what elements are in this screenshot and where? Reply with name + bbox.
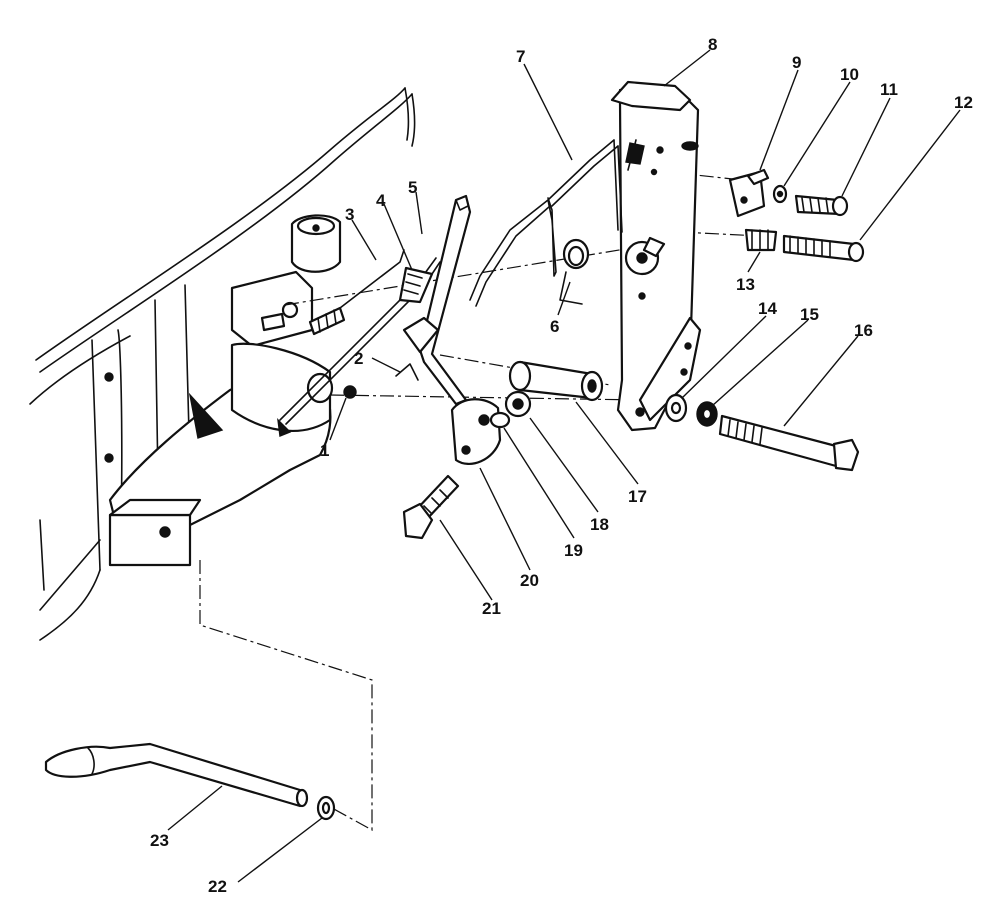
callout-4: 4 [376,191,386,210]
control-lever [402,194,502,465]
callout-10: 10 [840,65,859,84]
lever-hardware [402,390,532,540]
springs-and-links [277,249,441,437]
callout-labels: 1 2 3 4 5 6 7 8 9 10 11 12 13 14 15 16 1… [150,35,973,896]
callout-20: 20 [520,571,539,590]
leader-lines [167,49,961,883]
callout-17: 17 [628,487,647,506]
callout-3: 3 [345,205,354,224]
callout-14: 14 [758,299,777,318]
spacer-tube [508,360,604,402]
hardware-lower-right [664,393,860,472]
callout-13: 13 [736,275,755,294]
callout-6: 6 [550,317,559,336]
callout-8: 8 [708,35,717,54]
callout-9: 9 [792,53,801,72]
torsion-spring [559,238,590,305]
callout-7: 7 [516,47,525,66]
callout-16: 16 [854,321,873,340]
callout-18: 18 [590,515,609,534]
callout-1: 1 [320,441,329,460]
control-bracket [610,80,702,432]
callout-5: 5 [408,178,417,197]
control-wire [469,139,623,307]
callout-23: 23 [150,831,169,850]
callout-15: 15 [800,305,819,324]
callout-22: 22 [208,877,227,896]
callout-21: 21 [482,599,501,618]
callout-11: 11 [880,80,898,99]
callout-19: 19 [564,541,583,560]
control-handle [44,742,336,821]
callout-12: 12 [954,93,973,112]
hardware-right [728,168,865,263]
callout-2: 2 [354,349,363,368]
